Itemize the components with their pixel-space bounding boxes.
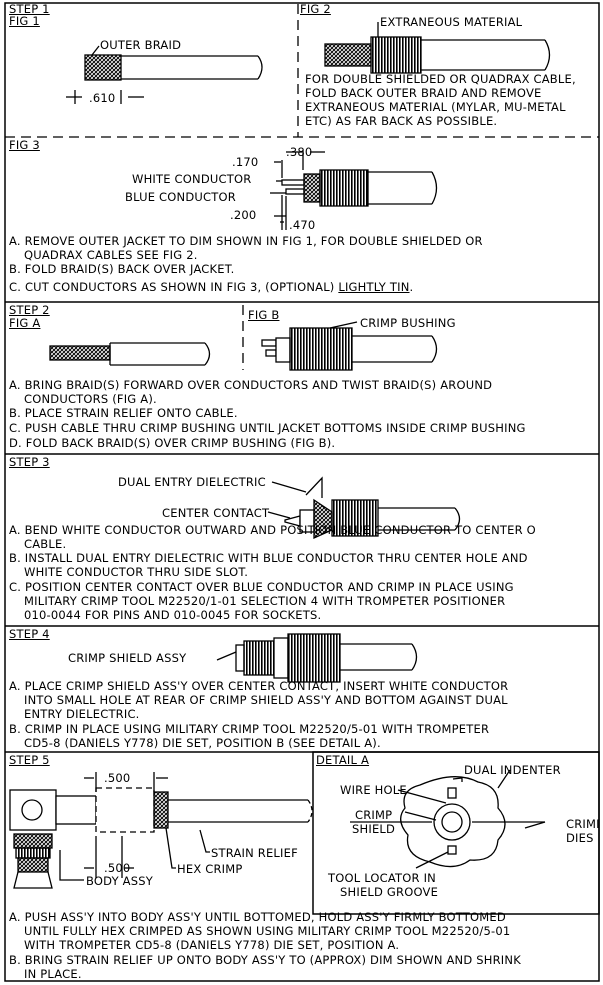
extraneous-label: EXTRANEOUS MATERIAL (380, 15, 523, 29)
crimp-dies-1: CRIMI (566, 817, 600, 831)
outer-braid-label: OUTER BRAID (100, 38, 182, 52)
step1-instruction-c-text: C. CUT CONDUCTORS AS SHOWN IN FIG 3, (OP… (9, 280, 335, 294)
tool-locator-1: TOOL LOCATOR IN (328, 871, 436, 885)
fig2-cable (324, 22, 551, 74)
fig-a-title: FIG A (9, 316, 41, 330)
dashed-separators (5, 4, 599, 370)
step3-assembly (267, 476, 461, 540)
step2-instruction-a2: CONDUCTORS (FIG A). (24, 392, 157, 406)
fig3-cable (270, 150, 438, 230)
fig3-dim-200: .200 (230, 208, 257, 222)
step5-dim-bottom: .500 (104, 861, 131, 875)
step1-instruction-b: B. FOLD BRAID(S) BACK OVER JACKET. (9, 262, 235, 276)
step4-instruction-a2: INTO SMALL HOLE AT REAR OF CRIMP SHIELD … (24, 693, 508, 707)
crimp-bushing-label: CRIMP BUSHING (360, 316, 456, 330)
tool-locator-2: SHIELD GROOVE (340, 885, 439, 899)
step3-instruction-b2: WHITE CONDUCTOR THRU SIDE SLOT. (24, 565, 249, 579)
fig1-title: FIG 1 (9, 14, 40, 28)
step5-dim-top: .500 (104, 771, 131, 785)
detail-a-title: DETAIL A (316, 753, 370, 767)
step2-instruction-c: C. PUSH CABLE THRU CRIMP BUSHING UNTIL J… (9, 421, 526, 435)
step2-instruction-b: B. PLACE STRAIN RELIEF ONTO CABLE. (9, 406, 238, 420)
step1-instruction-c-period: . (409, 280, 414, 294)
step2-instruction-a: A. BRING BRAID(S) FORWARD OVER CONDUCTOR… (9, 378, 493, 392)
step1-heading: STEP 1 (9, 2, 50, 16)
step2-instruction-d: D. FOLD BACK BRAID(S) OVER CRIMP BUSHING… (9, 436, 336, 450)
fig3-dim-380: .380 (286, 145, 313, 159)
step1-instruction-a: A. REMOVE OUTER JACKET TO DIM SHOWN IN F… (9, 234, 483, 248)
crimp-shield-detail-1: CRIMP (355, 808, 393, 822)
step3-instruction-c3: 010-0044 FOR PINS AND 010-0045 FOR SOCKE… (24, 608, 322, 622)
step5-instruction-a3: WITH TROMPETER CD5-8 (DANIELS Y778) DIE … (24, 938, 400, 952)
detail-a-drawing (350, 769, 546, 869)
fig-b-title: FIG B (248, 308, 280, 322)
step4-heading: STEP 4 (9, 627, 50, 641)
step5-instruction-a2: UNTIL FULLY HEX CRIMPED AS SHOWN USING M… (24, 924, 511, 938)
fig-a-cable (49, 342, 211, 366)
step5-instruction-b2: IN PLACE. (24, 967, 82, 981)
fig-b-cable (261, 321, 438, 371)
step4-instruction-a3: ENTRY DIELECTRIC. (24, 707, 140, 721)
blue-conductor-label: BLUE CONDUCTOR (125, 190, 236, 204)
step3-instruction-a: A. BEND WHITE CONDUCTOR OUTWARD AND POSI… (9, 523, 536, 537)
dual-entry-label: DUAL ENTRY DIELECTRIC (118, 475, 266, 489)
step5-instruction-b: B. BRING STRAIN RELIEF UP ONTO BODY ASS'… (9, 953, 521, 967)
fig2-note-3: EXTRANEOUS MATERIAL (MYLAR, MU-METAL (305, 100, 566, 114)
white-conductor-label: WHITE CONDUCTOR (132, 172, 252, 186)
step3-instruction-b: B. INSTALL DUAL ENTRY DIELECTRIC WITH BL… (9, 551, 528, 565)
step4-instruction-a: A. PLACE CRIMP SHIELD ASS'Y OVER CENTER … (9, 679, 509, 693)
fig2-note-1: FOR DOUBLE SHIELDED OR QUADRAX CABLE, (305, 72, 576, 86)
fig2-note-4: ETC) AS FAR BACK AS POSSIBLE. (305, 114, 498, 128)
step5-instruction-a: A. PUSH ASS'Y INTO BODY ASS'Y UNTIL BOTT… (9, 910, 506, 924)
crimp-dies-2: DIES (566, 831, 594, 845)
step3-instruction-a2: CABLE. (24, 537, 67, 551)
step4-instruction-b: B. CRIMP IN PLACE USING MILITARY CRIMP T… (9, 722, 490, 736)
step3-instruction-c2: MILITARY CRIMP TOOL M22520/1-01 SELECTIO… (24, 594, 506, 608)
fig1-cable (66, 45, 263, 104)
step2-heading: STEP 2 (9, 303, 50, 317)
fig3-title: FIG 3 (9, 138, 40, 152)
fig2-title: FIG 2 (300, 2, 331, 16)
step3-instruction-c: C. POSITION CENTER CONTACT OVER BLUE CON… (9, 580, 514, 594)
step4-assembly (216, 633, 418, 683)
crimp-shield-detail-2: SHIELD (352, 822, 396, 836)
step5-assembly (9, 772, 313, 889)
body-assy-label: BODY ASSY (86, 874, 153, 888)
detail-a-box (312, 751, 600, 915)
step4-instruction-b2: CD5-8 (DANIELS Y778) DIE SET, POSITION B… (24, 736, 381, 750)
step3-heading: STEP 3 (9, 455, 50, 469)
fig2-note-2: FOLD BACK OUTER BRAID AND REMOVE (305, 86, 542, 100)
wire-hole-label: WIRE HOLE (340, 783, 407, 797)
hex-crimp-label: HEX CRIMP (177, 862, 243, 876)
strain-relief-label: STRAIN RELIEF (211, 846, 298, 860)
fig3-dim-470: .470 (289, 218, 316, 232)
fig3-dim-170: .170 (232, 155, 259, 169)
step5-heading: STEP 5 (9, 753, 50, 767)
fig1-dim: .610 (89, 91, 116, 105)
step1-instruction-c: C. CUT CONDUCTORS AS SHOWN IN FIG 3, (OP… (9, 280, 413, 294)
crimp-shield-label: CRIMP SHIELD ASSY (68, 651, 187, 665)
dual-indenter-label: DUAL INDENTER (464, 763, 561, 777)
center-contact-label: CENTER CONTACT (162, 506, 270, 520)
lightly-tin: LIGHTLY TIN (338, 280, 410, 294)
step1-instruction-a2: QUADRAX CABLES SEE FIG 2. (24, 248, 198, 262)
